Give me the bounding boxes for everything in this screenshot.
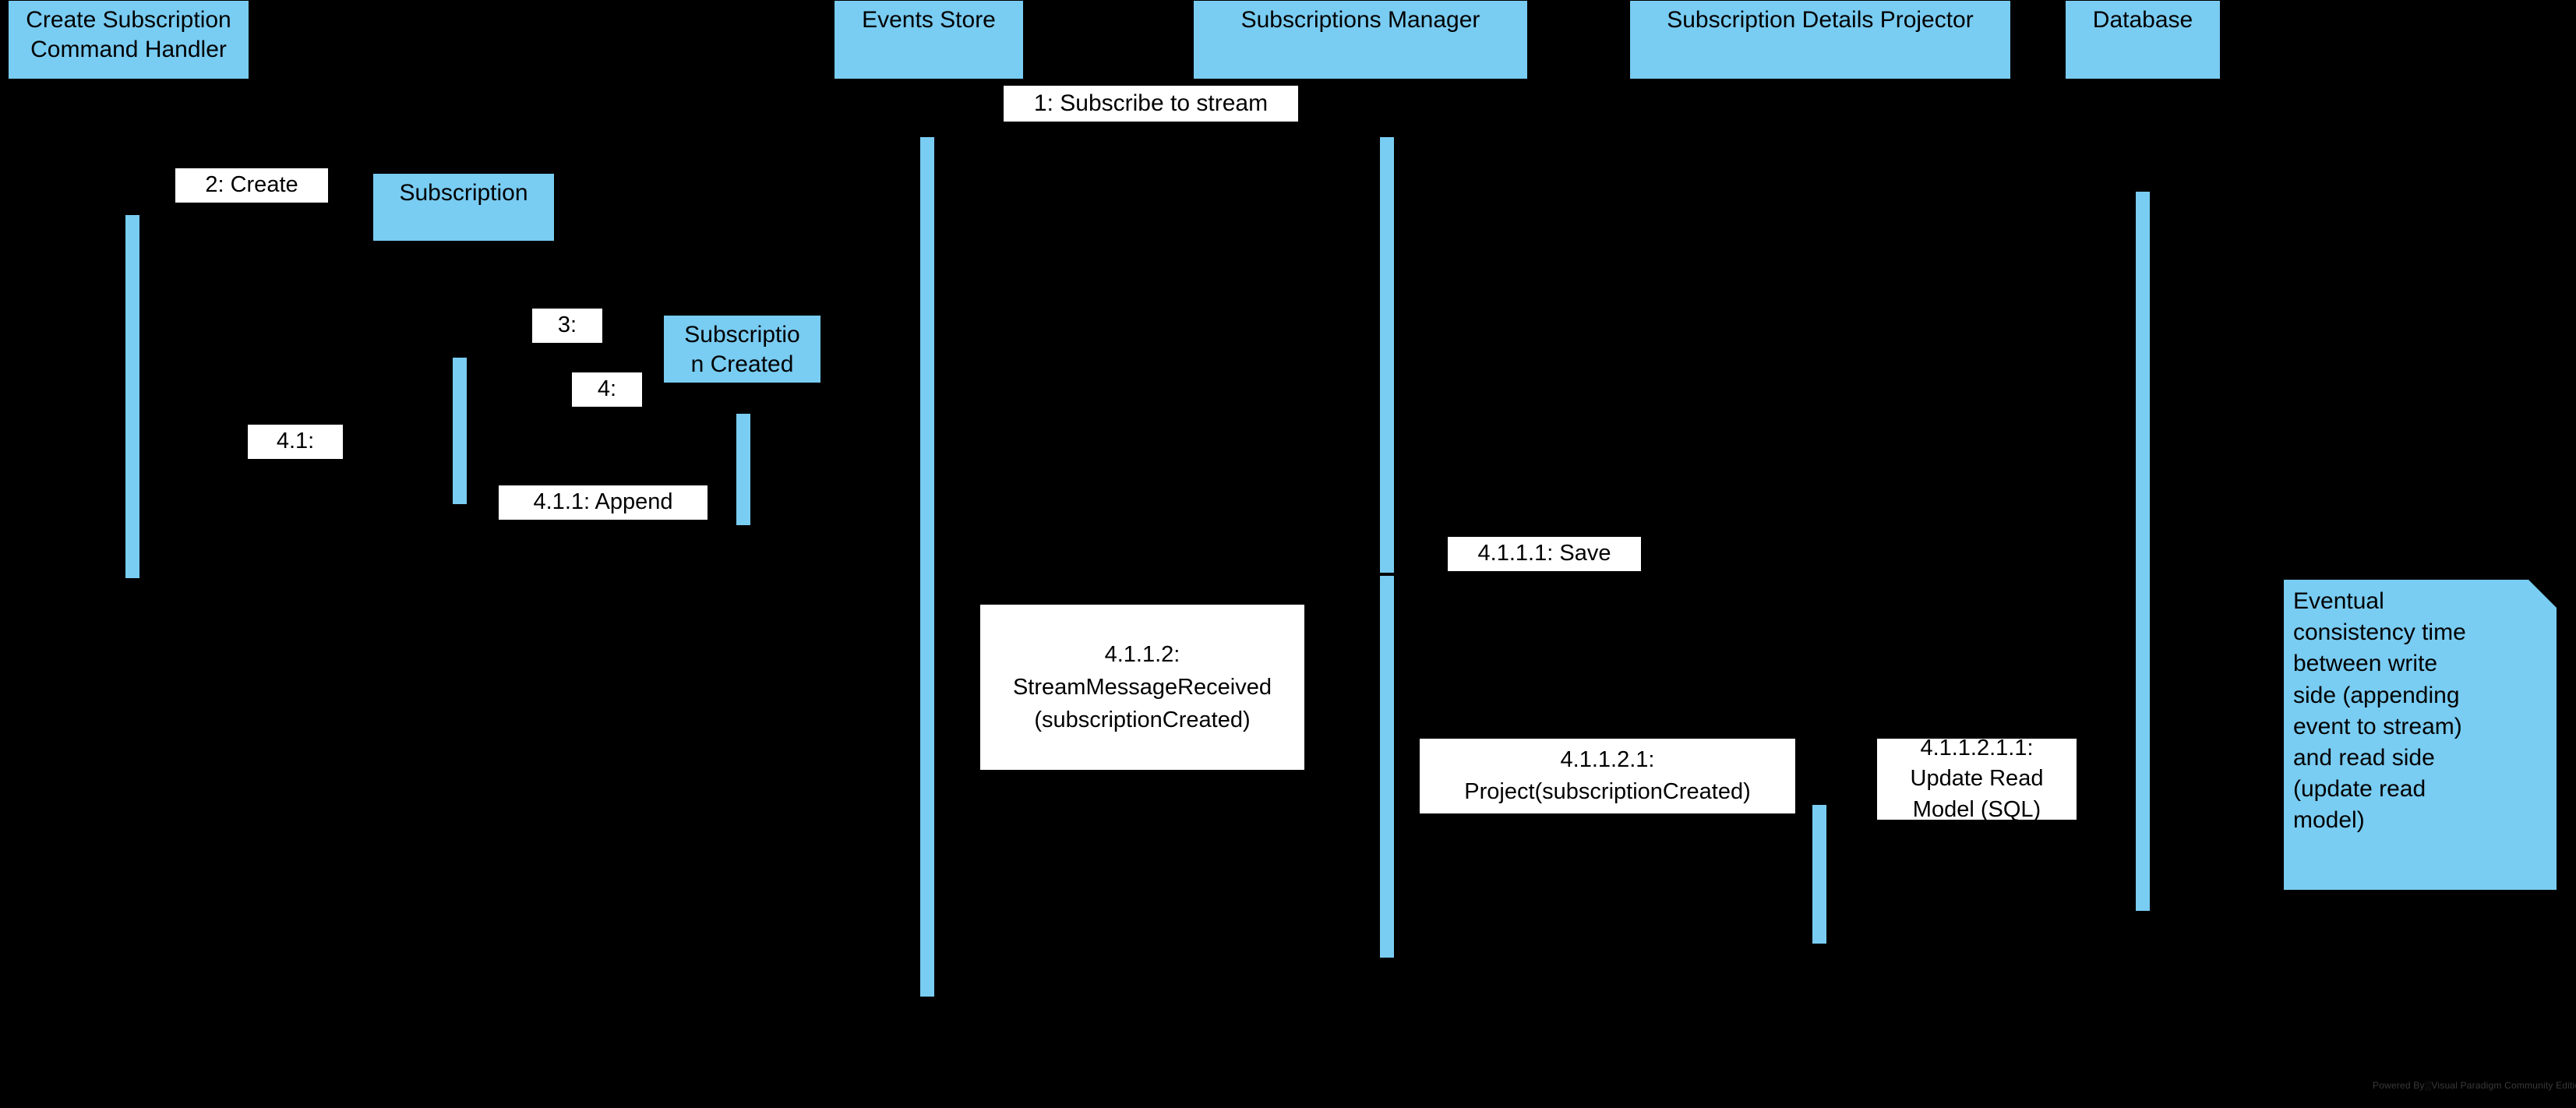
message-label-1-subscribe-to-stream[interactable]: 1: Subscribe to stream xyxy=(1004,86,1298,122)
lifeline-head-events-store[interactable]: Events Store xyxy=(834,0,1024,79)
activation-bar-command-handler[interactable] xyxy=(125,214,140,579)
activation-bar-subscriptions-manager-upper[interactable] xyxy=(1379,136,1395,573)
message-label-4-1-1-append[interactable]: 4.1.1: Append xyxy=(499,485,708,520)
message-label-4-1-1-2-stream-message-received[interactable]: 4.1.1.2: StreamMessageReceived (subscrip… xyxy=(980,605,1304,770)
message-label-4[interactable]: 4: xyxy=(572,372,642,407)
lifeline-head-create-subscription-command-handler[interactable]: Create Subscription Command Handler xyxy=(8,0,249,79)
message-label-2-create[interactable]: 2: Create xyxy=(175,168,328,203)
activation-bar-subscription-created[interactable] xyxy=(736,413,751,526)
activation-bar-subscription-details-projector[interactable] xyxy=(1812,804,1827,944)
message-label-4-1-1-2-1-project[interactable]: 4.1.1.2.1: Project(subscriptionCreated) xyxy=(1420,739,1795,813)
object-box-subscription[interactable]: Subscription xyxy=(372,173,555,242)
watermark-text: Powered By░Visual Paradigm Community Edi… xyxy=(2373,1080,2576,1091)
lifeline-head-subscriptions-manager[interactable]: Subscriptions Manager xyxy=(1193,0,1528,79)
watermark-visual-paradigm: Powered By░Visual Paradigm Community Edi… xyxy=(2373,1080,2576,1091)
note-eventual-consistency[interactable]: Eventual consistency time between write … xyxy=(2283,579,2557,891)
activation-bar-database[interactable] xyxy=(2135,191,2151,912)
message-label-4-1[interactable]: 4.1: xyxy=(248,425,343,459)
activation-bar-events-store[interactable] xyxy=(919,136,935,997)
activation-bar-subscription[interactable] xyxy=(452,357,468,505)
activation-bar-subscriptions-manager-lower[interactable] xyxy=(1379,575,1395,958)
object-box-subscription-created[interactable]: Subscriptio n Created xyxy=(663,315,821,383)
message-label-3[interactable]: 3: xyxy=(532,309,602,343)
lifeline-head-database[interactable]: Database xyxy=(2065,0,2221,79)
message-label-4-1-1-2-1-1-update-read-model[interactable]: 4.1.1.2.1.1: Update Read Model (SQL) xyxy=(1877,736,2077,822)
lifeline-head-subscription-details-projector[interactable]: Subscription Details Projector xyxy=(1629,0,2011,79)
message-label-4-1-1-1-save[interactable]: 4.1.1.1: Save xyxy=(1448,537,1641,571)
